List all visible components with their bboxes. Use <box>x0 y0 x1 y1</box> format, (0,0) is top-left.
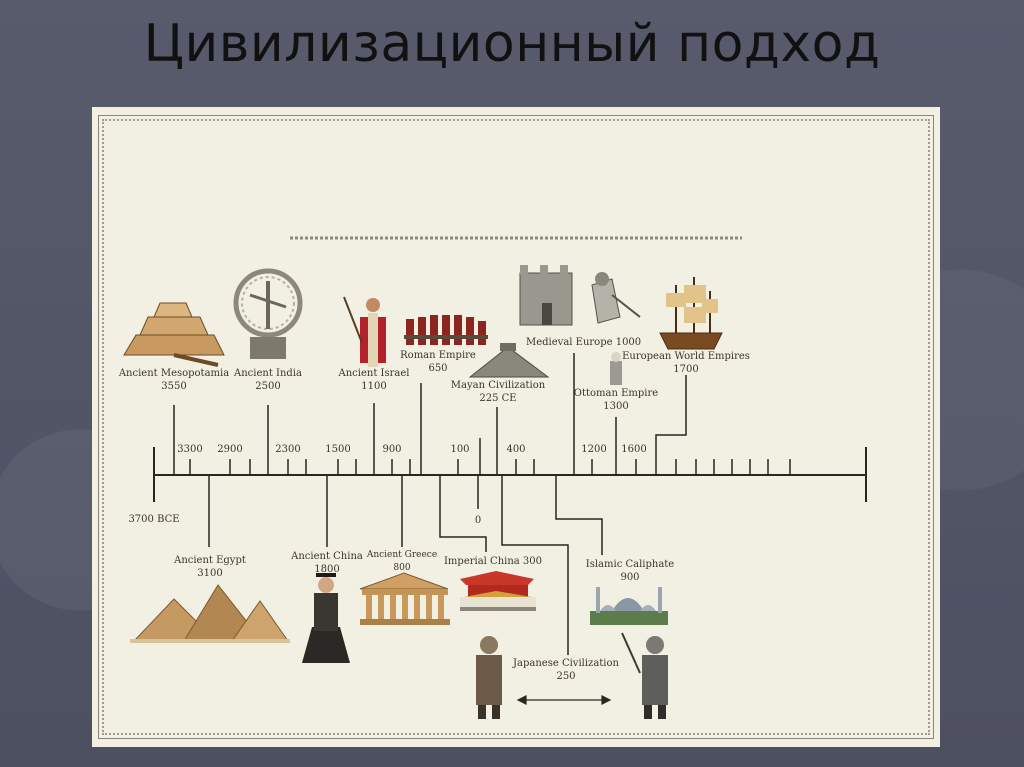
card-border-dotted <box>102 119 930 735</box>
civ-year: 650 <box>428 363 448 374</box>
label-ancient-india: Ancient India 2500 <box>218 367 318 393</box>
japan-arrow <box>516 695 612 705</box>
tick-label: 1600 <box>621 444 646 455</box>
samurai-right-image <box>621 632 668 719</box>
civ-name: Medieval Europe 1000 <box>526 337 642 348</box>
civ-year: 1300 <box>603 401 629 412</box>
label-ancient-mesopotamia: Ancient Mesopotamia 3550 <box>114 367 234 393</box>
tick-label: 900 <box>382 444 401 455</box>
civ-name: Roman Empire <box>400 350 476 361</box>
tick-label: 2900 <box>217 444 242 455</box>
label-ottoman-empire: Ottoman Empire 1300 <box>566 387 666 413</box>
label-mayan-civilization: Mayan Civilization 225 CE <box>446 379 550 405</box>
civ-name: Ancient Greece <box>366 550 438 560</box>
ancient-israel-image <box>343 296 386 367</box>
tick-label: 3300 <box>177 444 202 455</box>
axis-ticks <box>189 459 791 475</box>
civ-name: Japanese Civilization <box>513 658 619 669</box>
imperial-palace-image <box>460 571 536 611</box>
civ-name: Ancient India <box>234 368 302 379</box>
tick-label: 1200 <box>581 444 606 455</box>
civ-year: 3100 <box>197 568 223 579</box>
connectors-above <box>173 353 687 475</box>
label-imperial-china: Imperial China 300 <box>438 555 548 568</box>
civ-year: 900 <box>620 572 640 583</box>
civ-name: Ottoman Empire <box>573 388 659 399</box>
tick-label: 400 <box>506 444 525 455</box>
civ-name: Ancient Egypt <box>174 555 246 566</box>
label-european-world-empires: European World Empires 1700 <box>620 350 752 376</box>
tick-label: 100 <box>450 444 469 455</box>
civ-name: Imperial China 300 <box>443 556 543 567</box>
timeline-drawing: 3700 BCE 3300 2900 2300 1500 900 100 400… <box>123 236 867 719</box>
slide-title: Цивилизационный подход <box>143 14 881 74</box>
label-ancient-egypt: Ancient Egypt 3100 <box>160 554 260 580</box>
civ-year: 3550 <box>161 381 187 392</box>
mayan-pyramid-image <box>468 343 550 378</box>
knight-image <box>591 272 641 324</box>
timeline-card: 3700 BCE 3300 2900 2300 1500 900 100 400… <box>92 107 940 747</box>
galleon-image <box>659 277 723 350</box>
label-roman-empire: Roman Empire 650 <box>388 349 488 375</box>
castle-image <box>519 265 573 326</box>
civ-year: 1100 <box>361 381 387 392</box>
start-label: 3700 BCE <box>128 514 179 525</box>
chinese-emperor-image <box>302 573 350 663</box>
label-ancient-greece: Ancient Greece 800 <box>356 549 448 575</box>
civ-name: Mayan Civilization <box>450 380 546 391</box>
samurai-left-image <box>476 636 502 719</box>
civ-year: 1700 <box>673 364 699 375</box>
civ-name: Islamic Caliphate <box>585 559 675 570</box>
zero-label: 0 <box>475 515 481 526</box>
connector-caliphate <box>555 475 603 555</box>
label-islamic-caliphate: Islamic Caliphate 900 <box>580 558 680 584</box>
card-border <box>98 115 934 739</box>
mosque-image <box>590 587 668 625</box>
civ-year: 225 CE <box>479 393 517 404</box>
civ-year: 800 <box>393 563 411 573</box>
pyramids-image <box>130 584 290 643</box>
civ-name: Ancient China <box>291 551 363 562</box>
connector-japan <box>501 475 569 655</box>
connector-imperial-china <box>439 475 487 552</box>
roman-soldiers-image <box>404 315 488 345</box>
connector-european <box>655 375 687 475</box>
tick-label: 2300 <box>275 444 300 455</box>
civ-name: European World Empires <box>622 351 750 362</box>
label-japanese-civilization: Japanese Civilization 250 <box>506 657 626 683</box>
tick-label: 1500 <box>325 444 350 455</box>
label-medieval-europe: Medieval Europe 1000 <box>526 336 642 349</box>
ottoman-image <box>610 352 622 385</box>
greek-temple-image <box>359 572 450 625</box>
nataraja-image <box>233 268 303 359</box>
civ-name: Ancient Israel <box>338 368 410 379</box>
civ-year: 2500 <box>255 381 281 392</box>
civ-year: 1800 <box>314 564 340 575</box>
ziggurat-image <box>123 302 225 367</box>
label-ancient-china: Ancient China 1800 <box>277 550 377 576</box>
civ-year: 250 <box>556 671 576 682</box>
civ-name: Ancient Mesopotamia <box>118 368 230 379</box>
label-ancient-israel: Ancient Israel 1100 <box>324 367 424 393</box>
connectors-below <box>208 475 603 655</box>
